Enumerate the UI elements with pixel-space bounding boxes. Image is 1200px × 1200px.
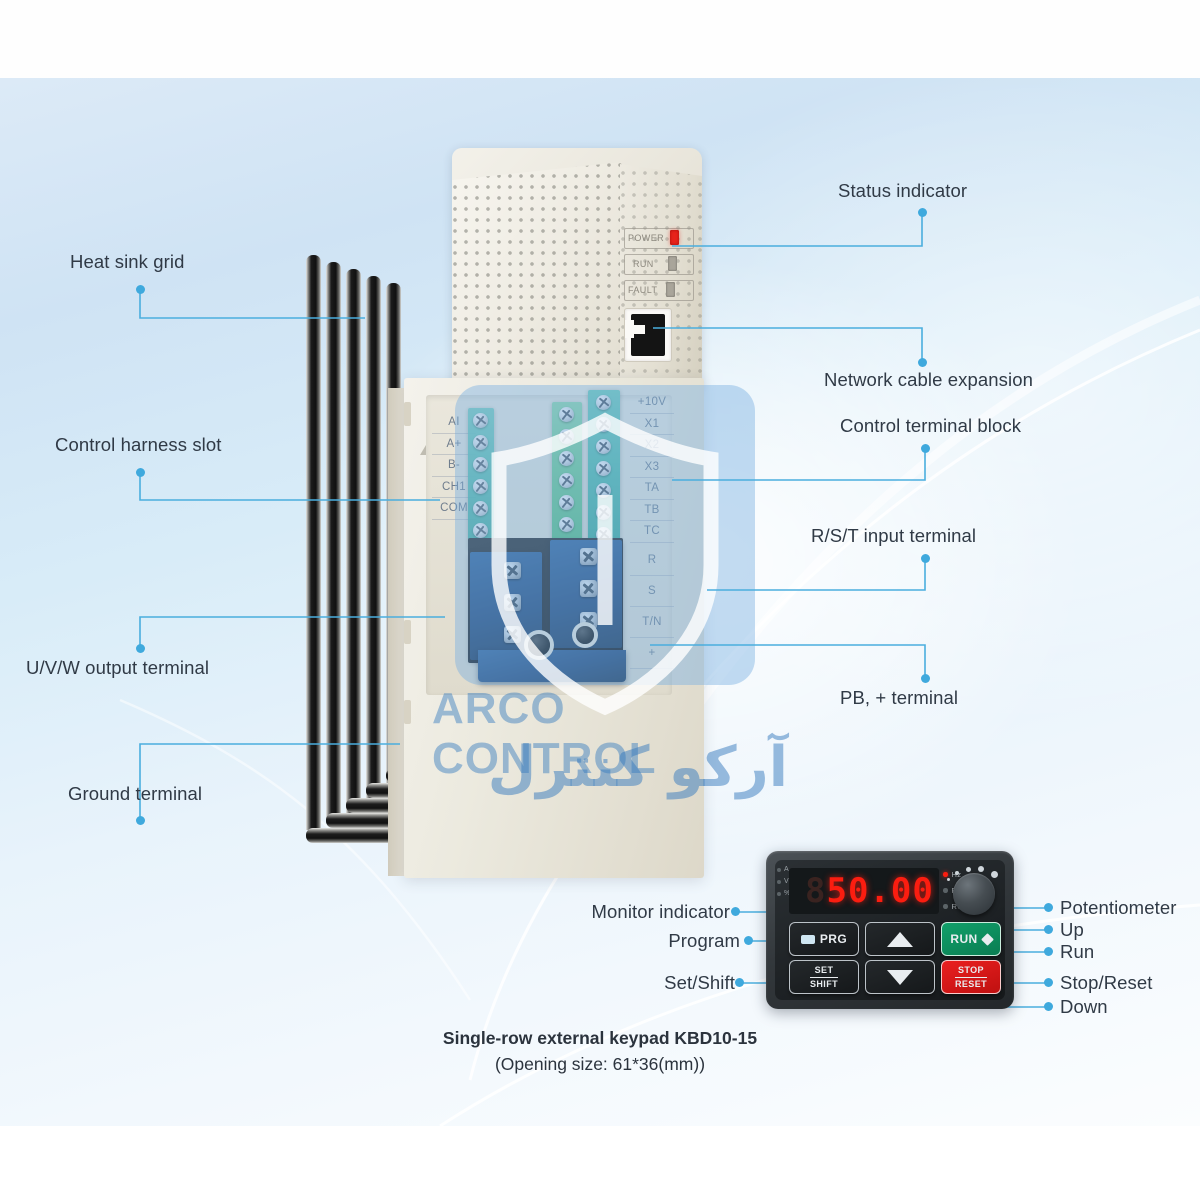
callout-ground-terminal: Ground terminal (68, 783, 203, 804)
indicator-v: V (777, 878, 790, 885)
keypad-dot-up (1044, 925, 1053, 934)
rj45-tab (634, 325, 645, 334)
led-label-fault: FAULT (628, 284, 658, 295)
caption-title: Single-row external keypad KBD10-15 (442, 1028, 758, 1048)
run-button[interactable]: RUN (941, 922, 1001, 956)
stop-reset-button[interactable]: STOP RESET (941, 960, 1001, 994)
led-label-power: POWER (628, 232, 665, 243)
monitor-indicator-group: A V % (777, 866, 790, 897)
power-label: S (630, 576, 674, 607)
callout-dot-network-cable-expansion (918, 358, 927, 367)
potentiometer-knob[interactable] (953, 873, 995, 915)
callout-control-terminal-block: Control terminal block (840, 415, 1022, 436)
run-diamond-icon (980, 932, 994, 946)
callout-dot-ground-terminal (136, 816, 145, 825)
perforation-pattern (452, 162, 622, 388)
led-power (670, 230, 680, 245)
housing-front-face (452, 162, 622, 388)
terminal-label: +10V (630, 392, 674, 414)
watermark-text-en: ARCO CONTROL (432, 684, 657, 783)
watermark-text-fa: آرکو کنترل (487, 735, 788, 800)
callout-heat-sink-grid: Heat sink grid (70, 251, 185, 272)
callout-dot-status-indicator (918, 208, 927, 217)
power-label: R (630, 545, 674, 576)
control-terminal-strip (468, 408, 494, 550)
bottom-white-band (0, 1126, 1200, 1200)
keypad-callout-down: Down (1060, 996, 1108, 1017)
led-label-run: RUN (633, 258, 654, 269)
callout-control-harness-slot: Control harness slot (55, 434, 222, 455)
callout-uvw-output-terminal: U/V/W output terminal (26, 657, 210, 678)
terminal-label: X3 (630, 457, 674, 478)
keypad-dot-stop-reset (1044, 978, 1053, 987)
led-fault (666, 282, 676, 297)
top-white-band (0, 0, 1200, 82)
keypad-dot-run (1044, 947, 1053, 956)
panel-clip (404, 402, 411, 426)
keypad-dot-monitor-indicator (731, 907, 740, 916)
panel-clip (404, 620, 411, 644)
callout-network-cable-expansion: Network cable expansion (824, 369, 1033, 390)
keypad-callout-potentiometer: Potentiometer (1060, 897, 1177, 918)
keypad-dot-program (744, 936, 753, 945)
potentiometer-scale-dots (943, 863, 1007, 891)
callout-status-indicator: Status indicator (838, 180, 968, 201)
vented-housing: POWER RUN FAULT (452, 148, 702, 388)
keypad-dot-set-shift (735, 978, 744, 987)
vfd-drive-unit: POWER RUN FAULT (300, 140, 720, 878)
display-readout: 850.00 (805, 871, 934, 911)
callout-rst-input-terminal: R/S/T input terminal (811, 525, 977, 546)
callout-pb-plus-terminal: PB, + terminal (840, 687, 959, 708)
panel-clip (404, 700, 411, 724)
triangle-up-icon (887, 931, 913, 947)
down-button[interactable] (865, 960, 935, 994)
keypad-dot-down (1044, 1002, 1053, 1011)
prg-button[interactable]: PRG (789, 922, 859, 956)
callout-dot-uvw-output-terminal (136, 644, 145, 653)
keypad-callout-run: Run (1060, 941, 1095, 962)
keypad-faceplate: A V % 850.00 Hz RPM RUN P (775, 860, 1005, 1000)
terminal-label: TA (630, 478, 674, 500)
keypad-callout-up: Up (1060, 919, 1084, 940)
callout-dot-heat-sink-grid (136, 285, 145, 294)
terminal-label: AI (432, 412, 476, 434)
indicator-percent: % (777, 890, 790, 897)
rj45-notch (625, 320, 634, 338)
keypad-callout-stop-reset: Stop/Reset (1060, 972, 1153, 993)
ground-terminal-hole (576, 626, 594, 644)
power-label: T/N (630, 607, 674, 638)
display-leading-digit: 8 (805, 871, 827, 911)
triangle-down-icon (887, 969, 913, 985)
keypad-callout-set-shift: Set/Shift (664, 972, 735, 993)
indicator-a: A (777, 866, 790, 873)
keypad-dot-potentiometer (1044, 903, 1053, 912)
rj45-jack-opening (631, 314, 665, 356)
rj45-network-port[interactable] (624, 308, 672, 362)
external-keypad: A V % 850.00 Hz RPM RUN P (766, 851, 1014, 1009)
terminal-label: CH1 (432, 477, 476, 498)
led-run (667, 256, 677, 271)
prg-icon (800, 934, 815, 944)
set-shift-button[interactable]: SET SHIFT (789, 960, 859, 994)
callout-dot-control-terminal-block (921, 444, 930, 453)
terminal-label: A+ (432, 434, 476, 455)
terminal-label: TC (630, 521, 674, 543)
callout-dot-control-harness-slot (136, 468, 145, 477)
keypad-callout-monitor-indicator: Monitor indicator (591, 901, 730, 922)
up-button[interactable] (865, 922, 935, 956)
caption-subtitle: (Opening size: 61*36(mm)) (494, 1054, 706, 1074)
seven-segment-display: 850.00 (789, 868, 939, 914)
terminal-label: TB (630, 500, 674, 521)
callout-dot-rst-input-terminal (921, 554, 930, 563)
keypad-callout-program: Program (668, 930, 740, 951)
callout-dot-pb-plus-terminal (921, 674, 930, 683)
terminal-label: B- (432, 455, 476, 477)
display-value: 50.00 (826, 871, 934, 911)
terminal-label: COM (432, 498, 476, 520)
terminal-labels-left: AI A+ B- CH1 COM (432, 412, 476, 520)
